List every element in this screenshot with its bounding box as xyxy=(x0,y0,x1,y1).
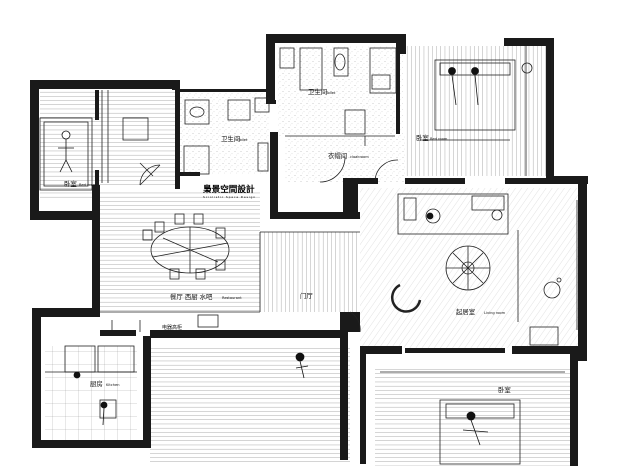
floor-hall-bottom xyxy=(150,346,350,464)
floor-foyer xyxy=(260,232,360,312)
brand-name-zh: 梟景空間設計 xyxy=(202,183,255,195)
brand-name-en: Sciolistic Space Design xyxy=(203,195,256,199)
brand-logo: 梟景空間設計 Sciolistic Space Design xyxy=(202,183,256,199)
people-figures xyxy=(58,67,489,446)
label-bedroom-top-right-en: Bed room xyxy=(430,137,448,141)
floor-dining xyxy=(100,190,260,312)
label-bedroom-top-right-zh: 卧室 xyxy=(416,133,429,142)
label-toilet-top-zh: 卫生间 xyxy=(308,87,327,96)
label-kitchen-zh: 厨房 xyxy=(90,379,103,388)
floor-bedroom-left xyxy=(40,90,95,200)
label-toilet-left-zh: 卫生间 xyxy=(221,134,240,143)
floor-toilet-left xyxy=(180,92,270,174)
walls xyxy=(30,34,588,466)
label-bedroom-left-zh: 卧室 xyxy=(64,179,77,188)
label-living-zh: 起居室 xyxy=(456,307,476,316)
fixtures xyxy=(39,46,578,465)
label-living-en: Living room xyxy=(484,311,506,315)
label-toilet-left-en: Toilet xyxy=(237,138,248,142)
floor-toilet-top xyxy=(278,46,403,136)
label-toilet-top-en: Toilet xyxy=(325,91,336,95)
label-cloakroom-zh: 衣帽间 xyxy=(328,151,347,160)
label-dining-zh: 餐厅 西厨 水吧 xyxy=(170,292,213,301)
label-kitchen-en: Kitchen xyxy=(106,383,120,387)
floor-bedroom-left-2 xyxy=(95,90,175,185)
floor-bedroom-top-right xyxy=(405,46,548,176)
label-bedroom-bottom-zh: 卧室 xyxy=(498,385,511,394)
label-appliance-cabinet-zh: 电器高柜 xyxy=(162,324,182,331)
room-labels: 卧室 Bed room 卫生间 Toilet 卫生间 Toilet 衣帽间 cl… xyxy=(64,87,511,394)
label-foyer-zh: 门厅 xyxy=(300,291,313,300)
label-bedroom-left-en: Bed room xyxy=(79,183,97,187)
label-cloakroom-en: cloakroom xyxy=(350,155,369,159)
floor-kitchen xyxy=(45,346,137,441)
label-dining-en: Restaurant xyxy=(222,296,242,300)
